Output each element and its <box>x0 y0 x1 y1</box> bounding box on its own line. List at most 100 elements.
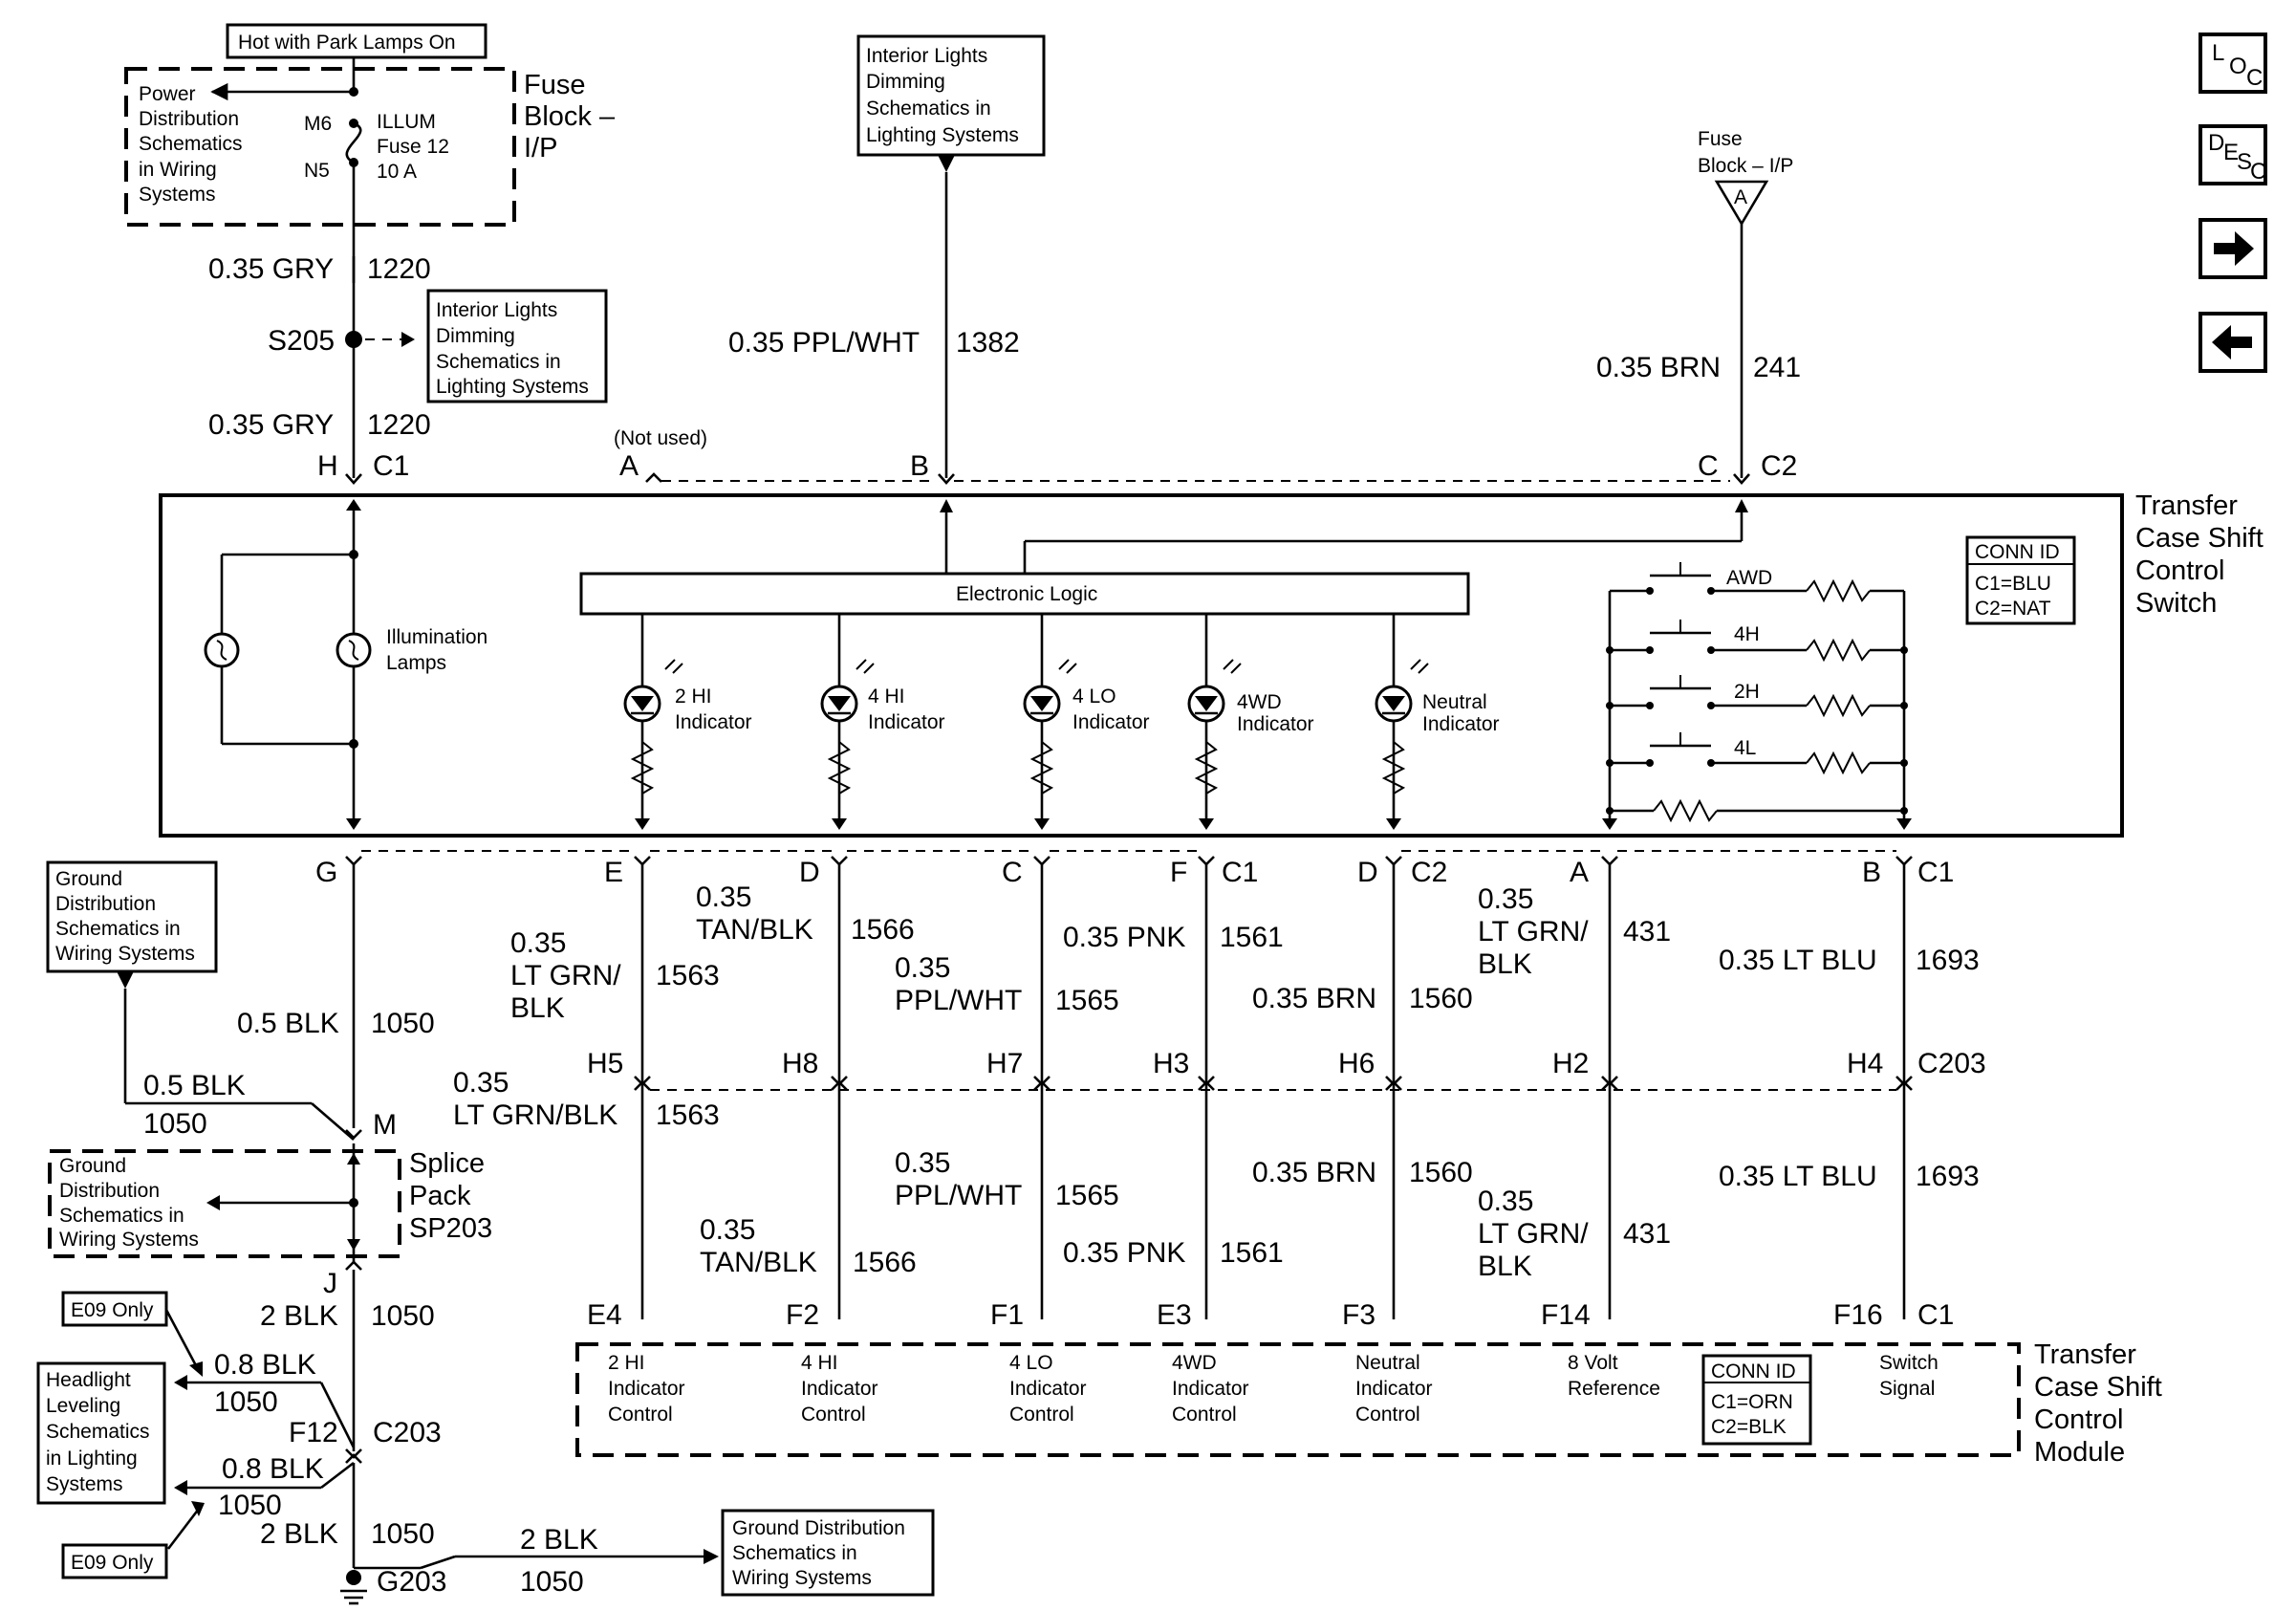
circuit-number: 1220 <box>367 253 431 285</box>
diagram-label: H7 <box>986 1048 1023 1079</box>
diagram-label: 0.35 <box>1478 1186 1533 1217</box>
diagram-label: 0.5 BLK <box>237 1008 339 1039</box>
fuse-block-name: I/P <box>524 133 557 163</box>
diagram-label: 431 <box>1623 1218 1671 1250</box>
diagram-label: BLK <box>510 992 565 1024</box>
diagram-label: G <box>315 857 337 888</box>
diagram-label: Control <box>1355 1404 1420 1426</box>
next-button[interactable] <box>2199 218 2267 279</box>
diagram-label: 4H <box>1734 623 1760 645</box>
diagram-label: 0.35 BRN <box>1252 1157 1376 1188</box>
diagram-label: F <box>1170 857 1187 888</box>
diagram-label: Indicator <box>1009 1378 1087 1400</box>
diagram-label: C2=NAT <box>1975 598 2051 620</box>
diagram-label: 1566 <box>851 914 915 946</box>
diagram-label: Distribution <box>55 893 156 915</box>
hot-label-box: Hot with Park Lamps On <box>226 23 487 59</box>
fuse-name: Fuse 12 <box>377 136 449 158</box>
diagram-label: 0.35 <box>1478 883 1533 915</box>
power-dist-ref-line: Systems <box>139 184 216 206</box>
switch-conn-id: CONN ID C1=BLU C2=NAT <box>1965 535 2076 625</box>
indicator-4wd: 4WD Indicator <box>1187 614 1314 830</box>
diagram-label: 1561 <box>1220 922 1284 953</box>
diagram-label: TAN/BLK <box>700 1247 817 1278</box>
diagram-label: Interior Lights <box>866 45 987 67</box>
diagram-label: 0.35 PNK <box>1063 1237 1185 1269</box>
diagram-label: Schematics in <box>436 351 561 373</box>
diagram-label: C1 <box>1917 1299 1954 1331</box>
diagram-label: Case Shift <box>2135 523 2264 554</box>
diagram-label: G203 <box>377 1566 446 1598</box>
diagram-label: C203 <box>1917 1048 1986 1079</box>
prev-button[interactable] <box>2199 312 2267 373</box>
arrow-left-icon <box>2212 325 2252 359</box>
diagram-label: 4WD <box>1172 1352 1217 1374</box>
diagram-label: Systems <box>46 1473 123 1495</box>
diagram-label: 1563 <box>656 1099 720 1131</box>
diagram-label: C <box>1698 450 1719 482</box>
diagram-label: Indicator <box>1172 1378 1249 1400</box>
diagram-label: 1561 <box>1220 1237 1284 1269</box>
diagram-label: H3 <box>1153 1048 1189 1079</box>
diagram-label: Ground <box>55 868 122 890</box>
diagram-label: Indicator <box>675 711 752 733</box>
diagram-label: C203 <box>373 1417 442 1448</box>
diagram-label: Block – I/P <box>1698 155 1793 177</box>
diagram-label: Schematics in <box>59 1205 184 1227</box>
diagram-label: 2 HI <box>608 1352 645 1374</box>
diagram-label: 1050 <box>214 1386 278 1418</box>
desc-button[interactable]: D E S C <box>2199 124 2267 185</box>
diagram-label: Leveling <box>46 1395 120 1417</box>
interior-dim-ref-box-2: Interior Lights Dimming Schematics in Li… <box>426 289 608 403</box>
diagram-label: 1560 <box>1409 1157 1473 1188</box>
fuse-block-name: Fuse <box>524 70 585 100</box>
diagram-label: Indicator <box>868 711 945 733</box>
diagram-label: 1693 <box>1916 945 1980 976</box>
diagram-label: TAN/BLK <box>696 914 813 946</box>
transfer-case-module-box <box>575 1342 2021 1457</box>
electronic-logic-box <box>579 572 1470 616</box>
diagram-label: Ground Distribution <box>732 1517 905 1539</box>
wire-label: 0.35 BRN <box>1596 352 1721 383</box>
diagram-label: Interior Lights <box>436 299 557 321</box>
diagram-label: E3 <box>1157 1299 1192 1331</box>
diagram-label: Schematics in <box>866 98 991 120</box>
wire-label: 0.35 PPL/WHT <box>728 327 920 359</box>
diagram-label: C1=BLU <box>1975 573 2051 595</box>
diagram-label: Neutral <box>1355 1352 1420 1374</box>
diagram-label: 0.35 LT BLU <box>1719 945 1877 976</box>
diagram-label: J <box>323 1268 337 1299</box>
interior-dim-ref-box-1: Interior Lights Dimming Schematics in Li… <box>856 34 1046 157</box>
diagram-label: AWD <box>1726 567 1772 589</box>
diagram-label: 8 Volt <box>1568 1352 1618 1374</box>
diagram-label: Control <box>1009 1404 1074 1426</box>
diagram-label: Electronic Logic <box>956 583 1097 605</box>
diagram-label: 0.35 <box>510 927 566 959</box>
diagram-label: 0.35 PNK <box>1063 922 1185 953</box>
diagram-label: Wiring Systems <box>55 943 195 965</box>
illumination-lamps: Illumination Lamps <box>204 499 487 830</box>
fuse-name: ILLUM <box>377 111 436 133</box>
diagram-label: Control <box>1172 1404 1237 1426</box>
arrow-right-icon <box>2214 231 2254 266</box>
diagram-label: Headlight <box>46 1369 131 1391</box>
diagram-label: 4 LO <box>1009 1352 1053 1374</box>
diagram-label: E09 Only <box>71 1552 154 1574</box>
diagram-label: CONN ID <box>1711 1361 1796 1382</box>
e09-only-box-1 <box>61 1291 168 1327</box>
diagram-label: 2H <box>1734 681 1760 703</box>
diagram-label: C <box>1002 857 1023 888</box>
diagram-label: 2 HI <box>675 686 712 708</box>
diagram-label: Schematics <box>46 1421 150 1443</box>
diagram-label: 2 BLK <box>260 1518 338 1550</box>
loc-button[interactable]: L O C <box>2199 33 2267 94</box>
diagram-label: 0.35 <box>696 882 751 913</box>
splice-s205 <box>345 331 362 348</box>
diagram-label: H2 <box>1552 1048 1589 1079</box>
diagram-label: 0.35 <box>453 1067 509 1099</box>
diagram-label: 0.35 LT BLU <box>1719 1161 1877 1192</box>
diagram-label: D <box>799 857 820 888</box>
ground-ref-box-3: Ground Distribution Schematics in Wiring… <box>721 1509 935 1597</box>
diagram-label: M <box>373 1109 397 1141</box>
